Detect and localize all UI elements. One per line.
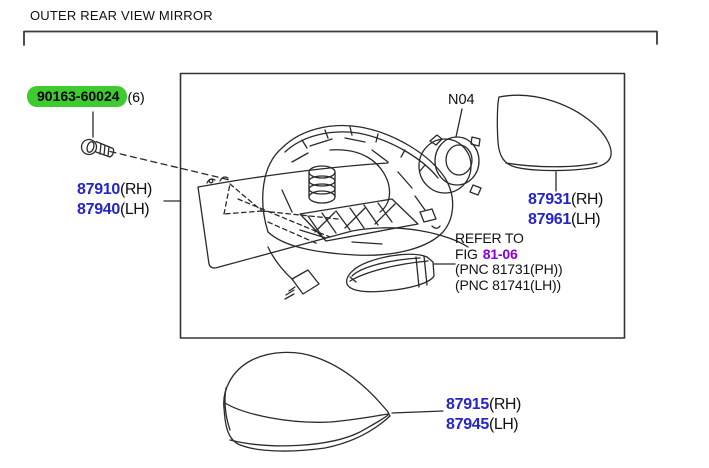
- part-number-87961[interactable]: 87961: [528, 211, 571, 228]
- selected-part-number[interactable]: 90163-60024: [27, 86, 127, 107]
- mirror-cover-drawing: [223, 351, 391, 452]
- label-row-rh: 87915(RH): [446, 395, 521, 415]
- label-mirror-cover: 87915(RH) 87945(LH): [446, 395, 521, 435]
- part-number-87910[interactable]: 87910: [77, 181, 120, 198]
- part-number-87940[interactable]: 87940: [77, 201, 120, 218]
- side-rh: (RH): [120, 181, 152, 198]
- page-title: OUTER REAR VIEW MIRROR: [30, 8, 213, 23]
- part-number-87945[interactable]: 87945: [446, 416, 489, 433]
- side-lh: (LH): [120, 201, 150, 218]
- part-number-87931[interactable]: 87931: [528, 191, 571, 208]
- label-row-rh: 87931(RH): [528, 190, 603, 210]
- label-row-lh: 87961(LH): [528, 210, 603, 230]
- side-rh: (RH): [489, 396, 521, 413]
- screw-icon: [80, 138, 115, 158]
- speaker-drawing: [418, 108, 482, 196]
- wire-connector-drawing: [267, 246, 320, 300]
- refer-pnc-rh: (PNC 81731(PH)): [455, 261, 563, 277]
- refer-pnc-lh: (PNC 81741(LH)): [455, 276, 561, 293]
- side-lh: (LH): [571, 211, 601, 228]
- turn-signal-lamp-drawing: [346, 253, 435, 293]
- screw-dash-line: [109, 150, 231, 181]
- side-lh: (LH): [489, 416, 519, 433]
- side-rh: (RH): [571, 191, 603, 208]
- label-row-rh: 87910(RH): [77, 180, 152, 200]
- label-mirror-glass: 87931(RH) 87961(LH): [528, 190, 603, 230]
- part-quantity: (6): [127, 88, 145, 105]
- highlighted-part-label: 90163-60024(6): [27, 86, 145, 107]
- part-number-87915[interactable]: 87915: [446, 396, 489, 413]
- diagram-frame: [179, 72, 626, 339]
- mirror-assembly-drawing: [262, 124, 454, 256]
- label-row-lh: 87940(LH): [77, 200, 152, 220]
- label-speaker-code: N04: [448, 92, 475, 108]
- fig-prefix: FIG: [455, 245, 478, 262]
- label-mirror-assembly: 87910(RH) 87940(LH): [77, 180, 152, 220]
- mirror-glass-drawing: [496, 94, 612, 172]
- sail-panel-drawing: [197, 162, 469, 269]
- label-row-lh: 87945(LH): [446, 415, 521, 435]
- section-bracket: [23, 30, 658, 46]
- cover-leader-line: [391, 410, 444, 414]
- fig-reference-link[interactable]: 81-06: [482, 245, 518, 262]
- refer-line-1: REFER TO: [455, 230, 524, 246]
